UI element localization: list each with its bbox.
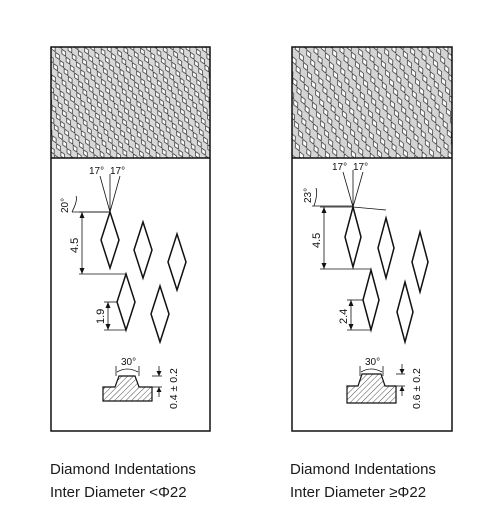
flank-angle-label: 20° — [60, 198, 71, 213]
panel-left-frame — [50, 46, 211, 432]
pitch-vertical-label: 4.5 — [311, 233, 323, 248]
tooth-angle-label: 30° — [121, 357, 136, 368]
diamond-indent — [167, 231, 187, 293]
caption-left: Diamond Indentations Inter Diameter <Φ22 — [50, 458, 196, 504]
knurl-texture-coarse — [292, 47, 452, 158]
diamond-indent — [396, 279, 414, 345]
tooth-profile — [102, 375, 153, 402]
angle-right-label: 17° — [110, 166, 125, 177]
panel-right-frame — [291, 46, 453, 432]
diamond-indent — [377, 215, 395, 281]
diamond-indent — [362, 267, 380, 333]
panel-right: 17° 17° 23° 4.5 2.4 30° — [291, 46, 453, 432]
flank-angle-label: 23° — [303, 188, 314, 203]
diamond-indent — [133, 219, 153, 281]
diamond-indent — [116, 271, 136, 333]
caption-left-line1: Diamond Indentations — [50, 461, 196, 478]
depth-label: 0.4 ± 0.2 — [168, 368, 180, 409]
caption-right-line2: Inter Diameter ≥Φ22 — [290, 484, 427, 501]
tooth-profile — [346, 373, 397, 404]
angle-left-label: 17° — [89, 166, 104, 177]
pitch-small-label: 2.4 — [338, 309, 350, 324]
caption-right: Diamond Indentations Inter Diameter ≥Φ22 — [290, 458, 436, 504]
diamond-indent — [100, 209, 120, 271]
angle-right-label: 17° — [353, 162, 368, 173]
knurl-texture-fine — [51, 47, 210, 158]
pitch-vertical-label: 4.5 — [69, 238, 81, 253]
diamond-indent — [344, 204, 362, 270]
diamond-indent — [411, 229, 429, 295]
angle-left-label: 17° — [332, 162, 347, 173]
caption-left-line2: Inter Diameter <Φ22 — [50, 484, 187, 501]
panel-left: 17° 17° 20° 4.5 1.9 30° — [50, 46, 211, 432]
caption-right-line1: Diamond Indentations — [290, 461, 436, 478]
tooth-angle-label: 30° — [365, 357, 380, 368]
pitch-small-label: 1.9 — [95, 309, 107, 324]
depth-label: 0.6 ± 0.2 — [411, 368, 423, 409]
diamond-indent — [150, 283, 170, 345]
